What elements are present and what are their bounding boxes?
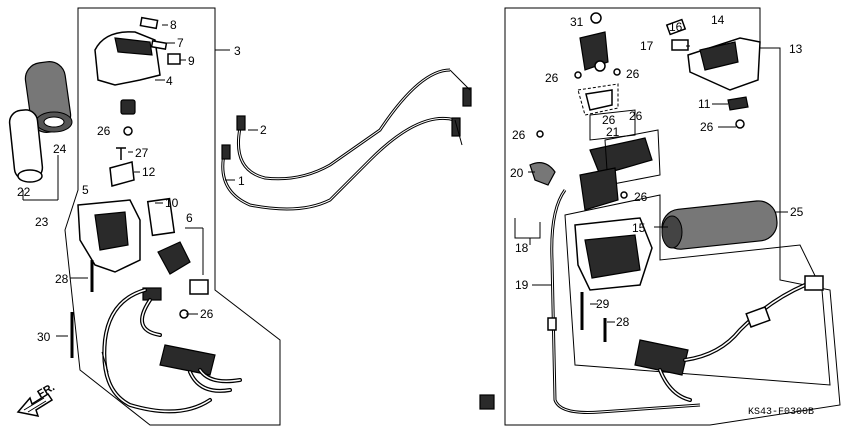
callout-24: 24 bbox=[53, 142, 67, 156]
label-plate-8 bbox=[139, 16, 159, 30]
screw-26-r2 bbox=[613, 68, 621, 76]
callout-25: 25 bbox=[790, 205, 804, 219]
callout-16: 16 bbox=[669, 20, 683, 34]
clip-part bbox=[120, 99, 136, 115]
callout-26-d: 26 bbox=[626, 67, 640, 81]
throttle-cable-1 bbox=[221, 116, 456, 211]
callout-13: 13 bbox=[789, 42, 803, 56]
callout-21: 21 bbox=[606, 125, 620, 139]
connector-small-b bbox=[804, 275, 824, 291]
callout-17: 17 bbox=[640, 39, 654, 53]
callout-28-b: 28 bbox=[616, 315, 630, 329]
leader-lines bbox=[56, 24, 788, 337]
callout-26-f: 26 bbox=[629, 109, 643, 123]
callout-numbers: 1 2 3 4 5 6 7 8 9 10 11 12 13 14 15 16 1… bbox=[17, 13, 804, 344]
callout-8: 8 bbox=[170, 18, 177, 32]
callout-31: 31 bbox=[570, 15, 584, 29]
screw-26-r1 bbox=[574, 71, 582, 79]
screw-26-left bbox=[123, 126, 133, 136]
callout-29: 29 bbox=[596, 297, 610, 311]
clamp-20 bbox=[529, 162, 556, 186]
callout-23: 23 bbox=[35, 215, 49, 229]
screw-26-r5 bbox=[735, 119, 745, 129]
callout-9: 9 bbox=[188, 54, 195, 68]
gasket-10 bbox=[146, 197, 176, 237]
callout-22: 22 bbox=[17, 185, 31, 199]
left-group-outline bbox=[64, 7, 281, 426]
callout-27: 27 bbox=[135, 146, 149, 160]
front-direction-arrow: FR. bbox=[16, 381, 57, 417]
callout-12: 12 bbox=[142, 165, 156, 179]
callout-18: 18 bbox=[515, 241, 529, 255]
callout-26-b: 26 bbox=[200, 307, 214, 321]
right-harness-connector bbox=[634, 339, 689, 376]
switch-assembly-6a bbox=[157, 241, 191, 275]
label-17 bbox=[671, 39, 689, 51]
callout-26-a: 26 bbox=[97, 124, 111, 138]
callout-11: 11 bbox=[698, 97, 711, 111]
diagram-code: KS43-F0300B bbox=[748, 407, 814, 418]
callout-10: 10 bbox=[165, 196, 179, 210]
connector-small-c bbox=[479, 394, 495, 410]
switch-body-lower bbox=[579, 167, 619, 211]
callout-15: 15 bbox=[632, 221, 646, 235]
label-16 bbox=[665, 18, 687, 36]
callout-1: 1 bbox=[238, 174, 245, 188]
callout-26-h: 26 bbox=[634, 190, 648, 204]
screw-26-r3 bbox=[536, 130, 544, 138]
screw-31 bbox=[590, 12, 602, 24]
clip-11 bbox=[727, 96, 749, 111]
bracket-mid bbox=[585, 89, 613, 111]
callout-26-e: 26 bbox=[602, 113, 616, 127]
callout-19: 19 bbox=[515, 278, 529, 292]
callout-30: 30 bbox=[37, 330, 51, 344]
left-harness-connector bbox=[159, 344, 216, 376]
callout-20: 20 bbox=[510, 166, 524, 180]
right-inner-outline bbox=[564, 194, 831, 386]
callout-26-c: 26 bbox=[545, 71, 559, 85]
callout-26-i: 26 bbox=[700, 120, 714, 134]
callout-6: 6 bbox=[186, 211, 193, 225]
callout-5: 5 bbox=[82, 183, 89, 197]
label-plate-7 bbox=[150, 39, 168, 51]
switch-assembly-21 bbox=[589, 137, 653, 176]
callout-28-a: 28 bbox=[55, 272, 69, 286]
throttle-pipe bbox=[8, 109, 44, 183]
callout-4: 4 bbox=[166, 74, 173, 88]
label-plate-9 bbox=[167, 53, 181, 65]
throttle-grip bbox=[24, 61, 73, 133]
direction-label: FR. bbox=[36, 381, 57, 400]
callout-7: 7 bbox=[177, 36, 184, 50]
switch-block-6b bbox=[189, 279, 209, 295]
callout-26-g: 26 bbox=[512, 128, 526, 142]
callout-14: 14 bbox=[711, 13, 725, 27]
screw-26-r4 bbox=[620, 191, 628, 199]
callout-3: 3 bbox=[234, 44, 241, 58]
callout-2: 2 bbox=[260, 123, 267, 137]
connector-small-a bbox=[745, 306, 771, 328]
handlebar-grip bbox=[661, 200, 778, 250]
bracket-18 bbox=[514, 218, 541, 239]
switch-bracket-12 bbox=[109, 161, 135, 187]
screw-27 bbox=[116, 147, 126, 160]
